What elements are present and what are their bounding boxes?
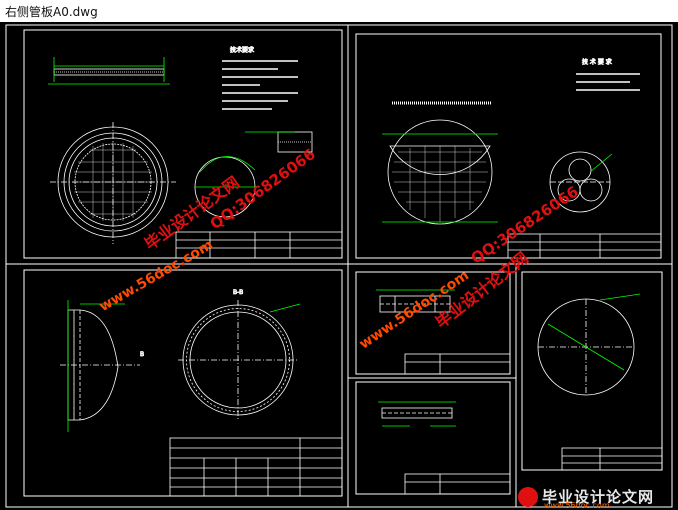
sheet-5 [378, 401, 511, 495]
window-titlebar: 右侧管板A0.dwg [0, 0, 678, 23]
sheet-1-border [23, 29, 343, 259]
svg-text:B: B [140, 351, 144, 358]
sheet-3-border [23, 269, 343, 497]
tech-req-title-2: 技 术 要 求 [582, 58, 612, 66]
window-title: 右侧管板A0.dwg [5, 5, 98, 19]
corner-logo: 毕业设计论文网 www.56doc.com [514, 486, 672, 510]
sheet-6 [537, 293, 663, 471]
sheet-3: B B-B [60, 289, 343, 497]
sheet-4 [376, 289, 511, 375]
site-logo-icon [518, 487, 538, 507]
sheet-1: 技术要求 [48, 46, 343, 259]
corner-logo-cn: 毕业设计论文网 [542, 488, 655, 506]
cad-drawing-canvas[interactable]: 技术要求 [0, 22, 678, 510]
section-label: B-B [233, 289, 243, 296]
corner-logo-url: www.56doc.com [544, 501, 610, 510]
cad-drawing: 技术要求 [5, 24, 673, 508]
sheet-2: 技 术 要 求 [382, 58, 662, 259]
sheet-outer-border [5, 24, 673, 508]
tech-req-title-1: 技术要求 [230, 46, 254, 54]
sheet-4-border [355, 271, 511, 375]
sheet-6-border [521, 271, 663, 471]
sheet-5-border [355, 381, 511, 495]
